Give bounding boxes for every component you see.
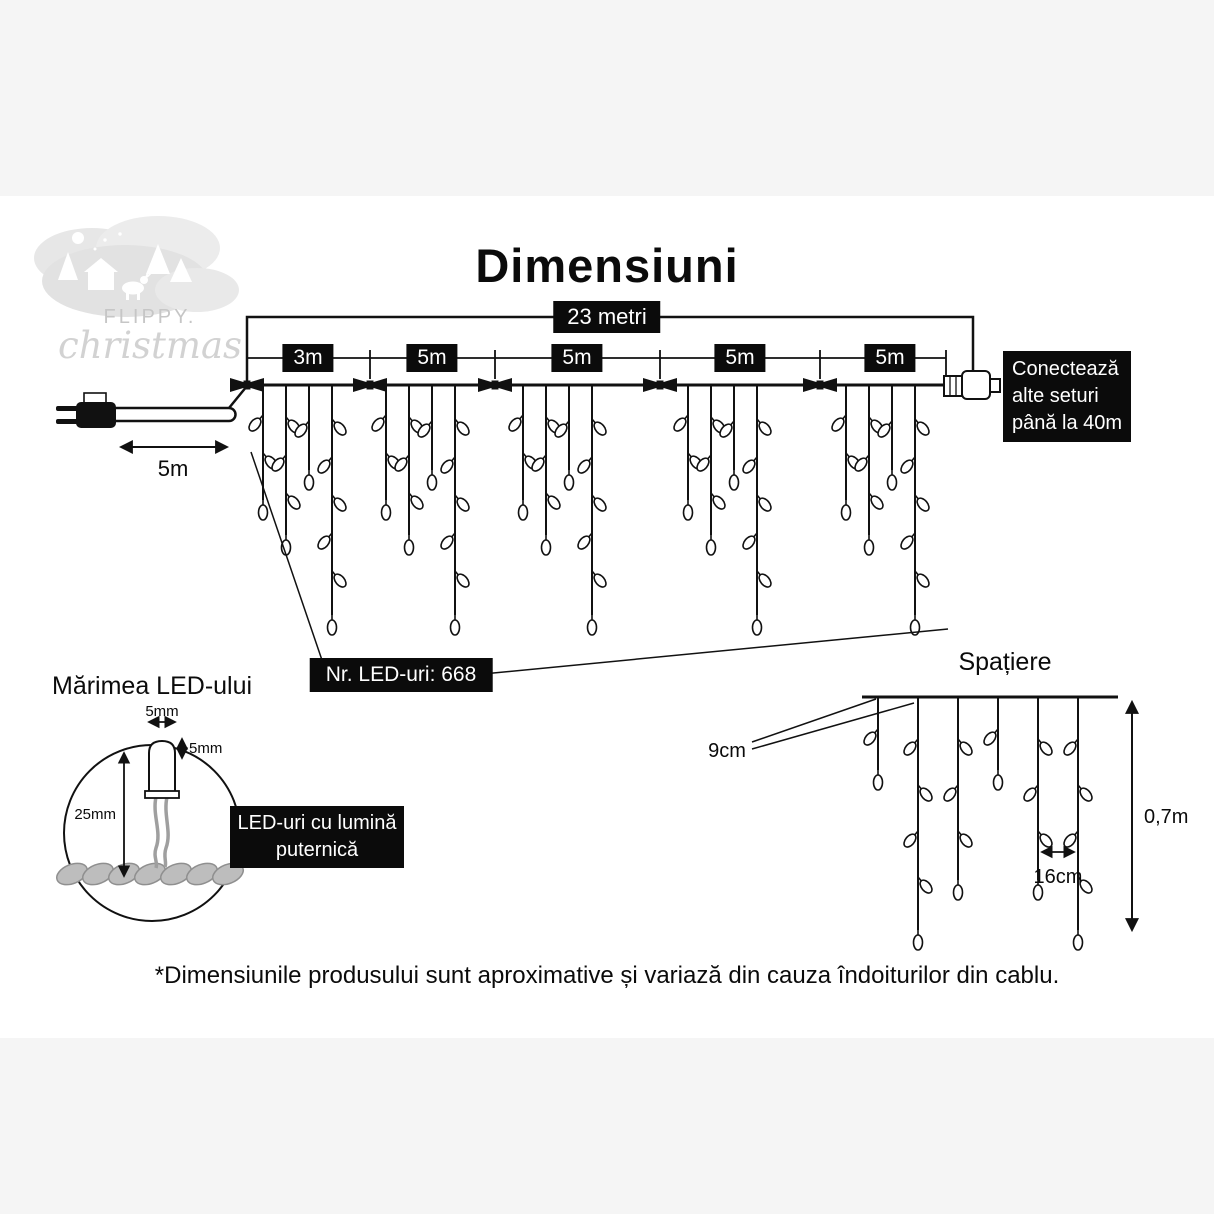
led-width-label: 5mm xyxy=(145,703,179,720)
drop-gap-leaders xyxy=(751,698,915,750)
segment-label-4: 5m xyxy=(714,344,766,372)
total-length-label: 23 metri xyxy=(553,301,661,333)
tree-icon xyxy=(58,252,78,280)
connect-note: Conectează alte seturi până la 40m xyxy=(1003,351,1132,442)
twisted-cable xyxy=(55,862,245,886)
led-dome-label: 5mm xyxy=(189,740,223,757)
connect-note-line: Conectează xyxy=(1012,358,1119,380)
led-lead-wires xyxy=(153,796,170,869)
drop-length-label: 0,7m xyxy=(1144,806,1189,828)
led-height-label: 25mm xyxy=(74,806,116,823)
led-note: LED-uri cu lumină puternică xyxy=(230,806,404,868)
lead-cable xyxy=(116,385,248,423)
drop-gap-label: 9cm xyxy=(708,740,746,762)
disclaimer-text: *Dimensiunile produsului sunt aproximati… xyxy=(154,962,1060,989)
bottom-margin-band xyxy=(0,1038,1214,1214)
top-margin-band xyxy=(0,0,1214,196)
connect-note-line: alte seturi xyxy=(1012,385,1099,407)
segment-label-5: 5m xyxy=(864,344,916,372)
led-count-pointers xyxy=(250,451,949,675)
icicle-drop-groups xyxy=(247,385,932,635)
led-bulb-shape xyxy=(148,739,176,794)
segment-label-3: 5m xyxy=(551,344,603,372)
led-flange xyxy=(144,790,180,799)
segment-label-1: 3m xyxy=(282,344,334,372)
connect-note-line: până la 40m xyxy=(1012,412,1123,434)
brand-script: christmas xyxy=(57,324,243,367)
power-plug-icon xyxy=(56,392,116,428)
led-gap-label: 16cm xyxy=(1033,866,1083,888)
led-note-line: puternică xyxy=(275,839,359,861)
led-size-detail xyxy=(55,715,245,922)
spacing-drops xyxy=(862,697,1095,950)
segment-label-2: 5m xyxy=(406,344,458,372)
brand-name: FLIPPY. xyxy=(103,306,197,328)
spacing-title: Spațiere xyxy=(958,648,1052,676)
page-title: Dimensiuni xyxy=(475,239,739,292)
tree-icon xyxy=(170,258,192,282)
led-size-title: Mărimea LED-ului xyxy=(52,672,253,700)
tree-icon xyxy=(146,244,170,274)
logo-illustration xyxy=(34,216,239,317)
spacing-detail xyxy=(751,695,1139,950)
end-connector-icon xyxy=(943,370,1001,400)
house-icon xyxy=(88,272,114,290)
deer-icon xyxy=(122,281,144,295)
led-note-line: LED-uri cu lumină xyxy=(237,812,397,834)
lead-length-label: 5m xyxy=(157,456,189,481)
led-count-label: Nr. LED-uri: 668 xyxy=(309,658,493,692)
moon-icon xyxy=(72,232,84,244)
